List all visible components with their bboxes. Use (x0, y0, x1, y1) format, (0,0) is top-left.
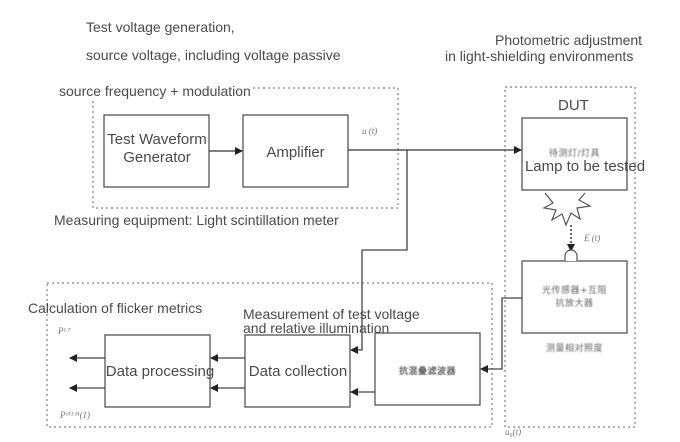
photometric-region (504, 86, 636, 428)
sensor-caption: 测量相对照度 (545, 344, 603, 354)
arrow-sensor-to-filter (480, 297, 522, 373)
data-processing-box (104, 334, 211, 408)
data-collection-label: Data collection (248, 363, 348, 380)
anti-alias-filter-box (374, 332, 481, 406)
waveform-generator-box (103, 114, 210, 188)
signal-pst-lm: Pˢᵀᴸᴹ(1) (60, 410, 91, 420)
label-measurement-1: Measurement of test voltage (243, 306, 420, 322)
label-photometric-1: Photometric adjustment (495, 32, 643, 48)
label-photometric-2: in light-shielding environments (445, 48, 634, 64)
light-burst-icon (542, 192, 592, 227)
sensor-label-line1: 光传感器+互阻 (541, 286, 608, 296)
arrow-voltage-to-collection (350, 150, 408, 354)
label-measuring-equipment: Measuring equipment: Light scintillation… (54, 212, 339, 228)
label-test-voltage-gen-2: source voltage, including voltage passiv… (86, 47, 341, 63)
signal-pst: Pᴸᵀ (58, 326, 71, 336)
sensor-label: 光传感器+互阻 抗放大器 (522, 285, 627, 311)
anti-alias-filter-label: 抗混叠滤波器 (398, 367, 456, 377)
amplifier-box (242, 114, 349, 188)
label-test-voltage-gen-3: source frequency + modulation (59, 83, 251, 99)
data-collection-box (244, 334, 351, 408)
lamp-cn-label: 待测灯/灯具 (548, 149, 601, 159)
label-measurement: Measurement of test voltage and relative… (243, 307, 420, 335)
signal-u-t: u (t) (362, 126, 378, 136)
sensor-detector-icon (564, 249, 578, 261)
sensor-label-line2: 抗放大器 (555, 299, 594, 309)
waveform-generator-line2: Generator (123, 149, 191, 166)
label-dut: DUT (558, 97, 589, 114)
processing-region (46, 282, 493, 428)
waveform-generator-label: Test Waveform Generator (98, 131, 216, 167)
signal-e-t: E (t) (584, 233, 601, 243)
data-processing-label: Data processing (105, 363, 215, 380)
measuring-equipment-region (92, 87, 399, 209)
amplifier-label: Amplifier (266, 144, 325, 161)
label-flicker-metrics: Calculation of flicker metrics (28, 300, 203, 316)
signal-u0-t: u₀(t) (505, 427, 522, 437)
lamp-label: Lamp to be tested (524, 158, 646, 175)
label-test-voltage-gen-1: Test voltage generation, (86, 19, 235, 35)
lamp-box (521, 117, 628, 191)
label-measurement-2: and relative illumination (243, 320, 390, 336)
sensor-box (521, 260, 628, 334)
waveform-generator-line1: Test Waveform (107, 131, 207, 148)
